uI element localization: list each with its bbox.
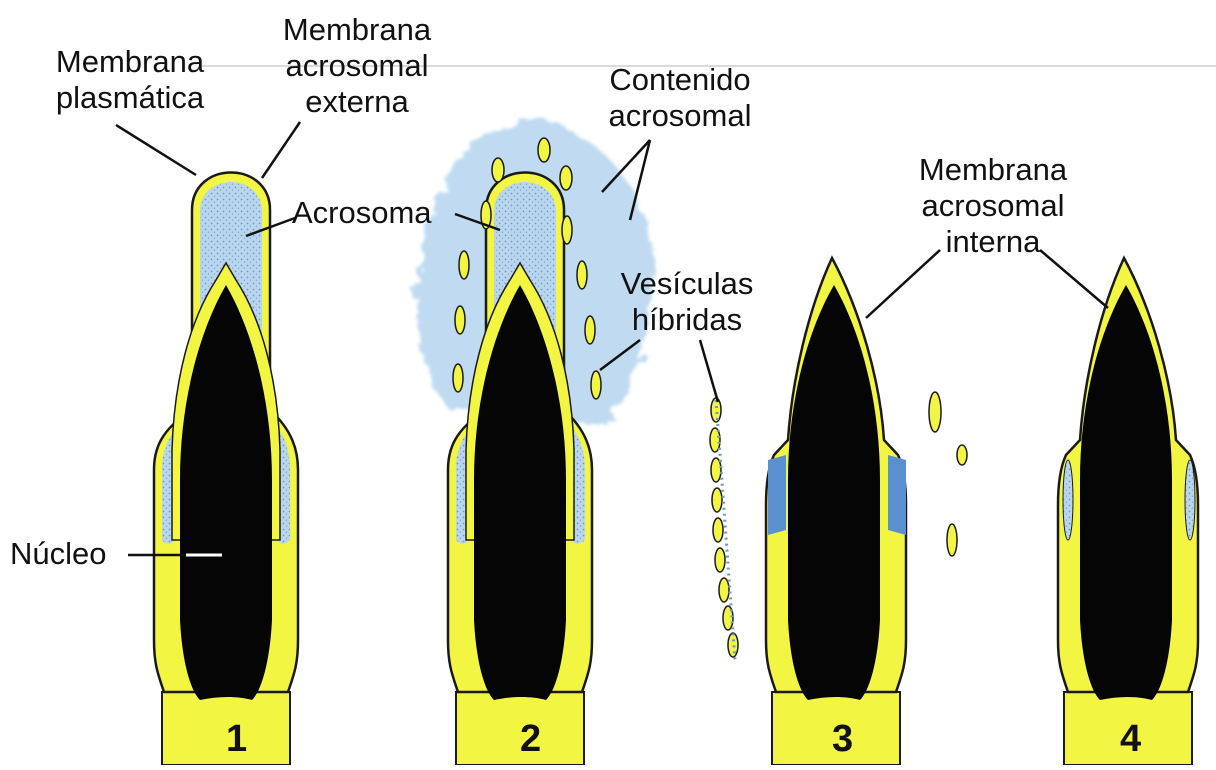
label-interna-line1: Membrana — [888, 152, 1098, 188]
label-contenido-acrosomal: Contenido acrosomal — [580, 62, 780, 134]
sperm-stage-4 — [1058, 258, 1198, 765]
sperm-3-acrosome-remnant-left — [768, 455, 786, 535]
stage-number-3: 3 — [832, 718, 853, 761]
leader-vesiculas-2 — [700, 340, 718, 402]
label-externa-line3: externa — [252, 84, 462, 120]
sperm-stage-2 — [416, 120, 652, 765]
label-vesiculas-line1: Vesículas — [592, 266, 782, 302]
scattered-vesicles — [929, 392, 967, 556]
label-interna-line2: acrosomal — [888, 188, 1098, 224]
label-externa-line1: Membrana — [252, 12, 462, 48]
label-externa-line2: acrosomal — [252, 48, 462, 84]
label-contenido-line2: acrosomal — [580, 98, 780, 134]
label-acrosoma-text: Acrosoma — [292, 195, 432, 230]
sperm-4-acrosome-remnant-left — [1063, 460, 1073, 540]
label-acrosoma: Acrosoma — [292, 195, 432, 231]
sperm-stage-1 — [154, 173, 298, 766]
sperm-4-acrosome-remnant-right — [1185, 460, 1195, 540]
leader-interna-3 — [866, 250, 940, 318]
label-membrana-acrosomal-externa: Membrana acrosomal externa — [252, 12, 462, 120]
label-interna-line3: interna — [888, 224, 1098, 260]
stage-number-2: 2 — [520, 718, 541, 761]
label-vesiculas-hibridas: Vesículas híbridas — [592, 266, 782, 338]
leader-membrana-acrosomal-externa — [262, 122, 300, 178]
label-nucleo-text: Núcleo — [10, 536, 107, 571]
label-membrana-plasmatica-line1: Membrana — [30, 44, 230, 80]
label-vesiculas-line2: híbridas — [592, 302, 782, 338]
sperm-stage-3 — [766, 258, 906, 765]
label-contenido-line1: Contenido — [580, 62, 780, 98]
label-membrana-plasmatica: Membrana plasmática — [30, 44, 230, 116]
label-membrana-plasmatica-line2: plasmática — [30, 80, 230, 116]
leader-membrana-plasmatica — [116, 125, 196, 175]
sperm-3-acrosome-remnant-right — [888, 455, 906, 535]
label-membrana-acrosomal-interna: Membrana acrosomal interna — [888, 152, 1098, 260]
label-nucleo: Núcleo — [10, 536, 107, 572]
stage-number-4: 4 — [1120, 718, 1141, 761]
stage-number-1: 1 — [226, 718, 247, 761]
